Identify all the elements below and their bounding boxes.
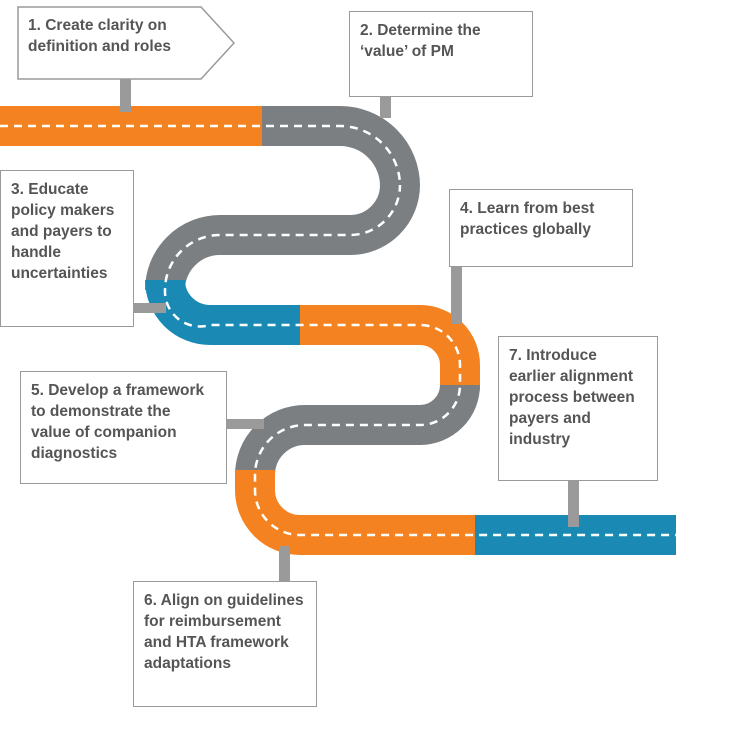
- step-1-label: 1. Create clarity on definition and role…: [28, 17, 171, 55]
- road-segment-2: [145, 106, 420, 292]
- step-3-box: 3. Educate policy makers and payers to h…: [0, 170, 134, 327]
- step-1-arrow-shape: [17, 6, 236, 80]
- connector-step-6: [279, 546, 290, 582]
- road-segment-5: [235, 383, 480, 477]
- connector-step-4: [451, 266, 462, 324]
- step-4-box: 4. Learn from best practices globally: [449, 189, 633, 267]
- road-segment-6: [235, 470, 480, 555]
- step-7-box: 7. Introduce earlier alignment process b…: [498, 336, 658, 481]
- connector-step-1: [120, 76, 131, 112]
- road-segment-4: [300, 305, 480, 390]
- road-segment-3: [145, 278, 305, 345]
- road-center-dashes: [0, 124, 676, 537]
- step-5-box: 5. Develop a framework to demonstrate th…: [20, 371, 227, 484]
- connector-step-7: [568, 480, 579, 527]
- connector-step-3: [133, 303, 166, 313]
- connector-step-5: [224, 419, 264, 429]
- step-2-box: 2. Determine the ‘value’ of PM: [349, 11, 533, 97]
- step-6-box: 6. Align on guidelines for reimbursement…: [133, 581, 317, 707]
- connector-step-2: [380, 96, 391, 118]
